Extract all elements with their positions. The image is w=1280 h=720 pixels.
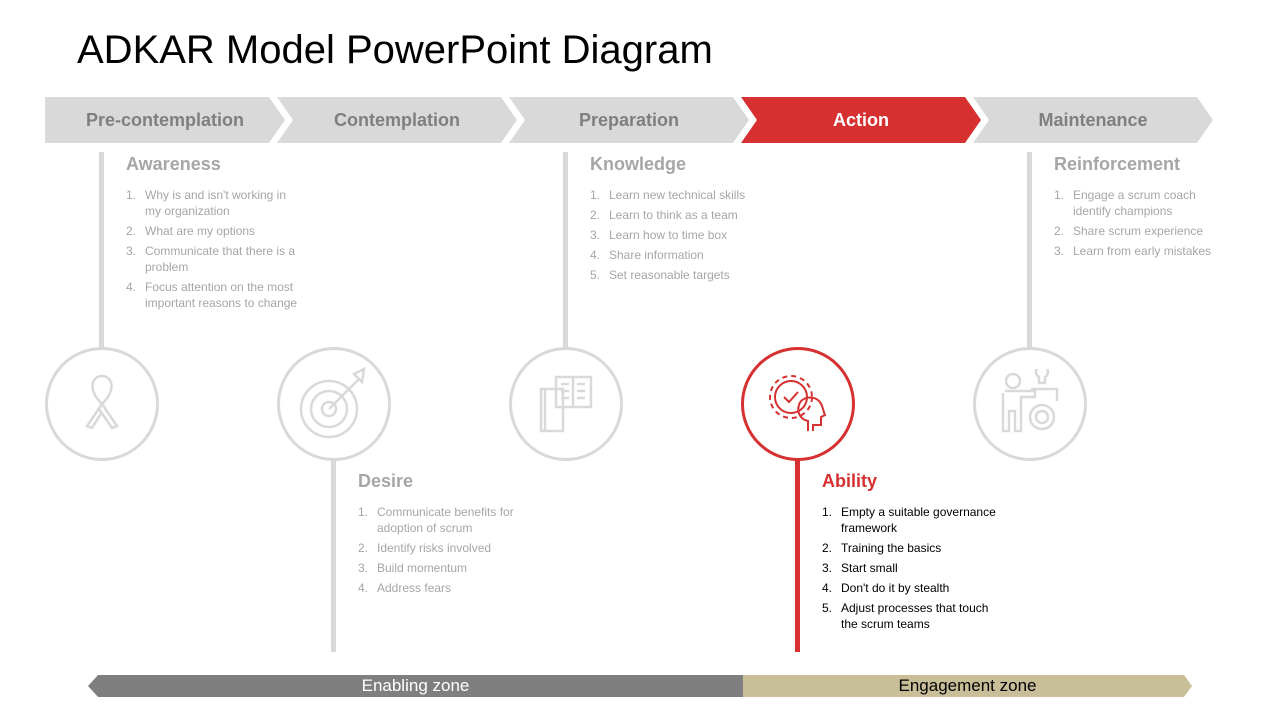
list-item: 1.Empty a suitable governance framework — [822, 505, 996, 535]
enabling-zone-label: Enabling zone — [361, 676, 470, 695]
list-item: 1.Engage a scrum coach identify champion… — [1054, 188, 1196, 218]
list-item: 2.Share scrum experience — [1054, 224, 1204, 238]
stage-preparation: Preparation — [509, 97, 749, 143]
connector-line — [795, 458, 800, 652]
reinforcement-circle — [973, 347, 1087, 461]
list-item: 2.Identify risks involved — [358, 541, 492, 555]
block-heading: Reinforcement — [1054, 154, 1181, 174]
list-item: 1.Communicate benefits for adoption of s… — [358, 505, 514, 535]
ability-block: Ability 1.Empty a suitable governance fr… — [822, 471, 997, 636]
list-item: 5.Adjust processes that touch the scrum … — [822, 601, 989, 631]
ability-circle — [741, 347, 855, 461]
list-item: 3.Learn from early mistakes — [1054, 244, 1212, 258]
engagement-zone-bar: Engagement zone — [743, 675, 1192, 697]
ribbon-icon — [85, 374, 119, 430]
desire-block: Desire 1.Communicate benefits for adopti… — [358, 471, 533, 600]
connector-line — [1027, 152, 1032, 348]
list-item: 2.What are my options — [126, 224, 256, 238]
list-item: 4.Address fears — [358, 581, 452, 595]
awareness-block: Awareness 1.Why is and isn't working in … — [126, 154, 301, 315]
presenter-gear-icon — [1001, 369, 1059, 433]
list-item: 2.Training the basics — [822, 541, 942, 555]
block-heading: Desire — [358, 471, 414, 491]
block-heading: Ability — [822, 471, 878, 491]
knowledge-block: Knowledge 1.Learn new technical skills 2… — [590, 154, 765, 287]
connector-line — [331, 458, 336, 652]
list-item: 3.Communicate that there is a problem — [126, 244, 296, 274]
list-item: 4.Share information — [590, 248, 704, 262]
reinforcement-block: Reinforcement 1.Engage a scrum coach ide… — [1054, 154, 1224, 263]
page-title: ADKAR Model PowerPoint Diagram — [77, 28, 713, 72]
stage-action: Action — [741, 97, 981, 143]
books-icon — [539, 375, 593, 433]
list-item: 3.Learn how to time box — [590, 228, 728, 242]
list-item: 3.Build momentum — [358, 561, 468, 575]
stage-pre-contemplation: Pre-contemplation — [45, 97, 285, 143]
desire-circle — [277, 347, 391, 461]
list-item: 3.Start small — [822, 561, 898, 575]
knowledge-circle — [509, 347, 623, 461]
gear-head-icon — [769, 375, 827, 431]
list-item: 4.Focus attention on the most important … — [126, 280, 298, 310]
stage-contemplation: Contemplation — [277, 97, 517, 143]
awareness-circle — [45, 347, 159, 461]
list-item: 1.Why is and isn't working in my organiz… — [126, 188, 287, 218]
list-item: 2.Learn to think as a team — [590, 208, 738, 222]
enabling-zone-bar: Enabling zone — [88, 675, 743, 697]
list-item: 4.Don't do it by stealth — [822, 581, 950, 595]
stage-maintenance: Maintenance — [973, 97, 1213, 143]
list-item: 5.Set reasonable targets — [590, 268, 730, 282]
connector-line — [563, 152, 568, 348]
block-heading: Awareness — [126, 154, 221, 174]
engagement-zone-label: Engagement zone — [898, 676, 1037, 695]
list-item: 1.Learn new technical skills — [590, 188, 746, 202]
block-heading: Knowledge — [590, 154, 687, 174]
connector-line — [99, 152, 104, 348]
target-icon — [299, 366, 366, 439]
